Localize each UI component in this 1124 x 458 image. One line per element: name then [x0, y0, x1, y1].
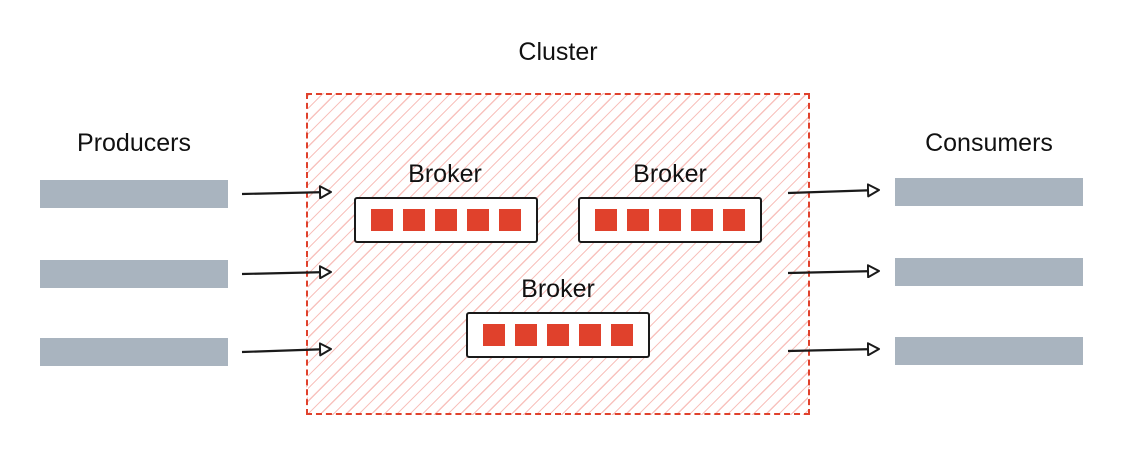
partition-block — [515, 324, 537, 346]
consumers-label: Consumers — [925, 129, 1053, 157]
producer-bar — [40, 260, 228, 288]
partition-block — [595, 209, 617, 231]
broker-box — [578, 197, 762, 243]
broker-label: Broker — [408, 160, 482, 188]
arrow — [241, 185, 332, 200]
producer-bar — [40, 338, 228, 366]
consumer-bar — [895, 258, 1083, 286]
partition-block — [467, 209, 489, 231]
partition-block — [547, 324, 569, 346]
broker-label: Broker — [521, 275, 595, 303]
partition-block — [371, 209, 393, 231]
cluster-title: Cluster — [518, 38, 598, 66]
arrow — [241, 265, 332, 280]
partition-block — [659, 209, 681, 231]
partition-block — [611, 324, 633, 346]
broker-label: Broker — [633, 160, 707, 188]
arrow — [787, 264, 880, 279]
broker-box — [466, 312, 650, 358]
arrow — [787, 183, 880, 198]
partition-block — [499, 209, 521, 231]
partition-block — [579, 324, 601, 346]
partition-block — [723, 209, 745, 231]
consumer-bar — [895, 337, 1083, 365]
cluster-region — [306, 93, 810, 415]
broker-box — [354, 197, 538, 243]
partition-block — [435, 209, 457, 231]
producer-bar — [40, 180, 228, 208]
partition-block — [403, 209, 425, 231]
producers-label: Producers — [77, 129, 191, 157]
partition-block — [691, 209, 713, 231]
partition-block — [627, 209, 649, 231]
arrow — [787, 342, 880, 357]
partition-block — [483, 324, 505, 346]
arrow — [241, 342, 332, 357]
consumer-bar — [895, 178, 1083, 206]
